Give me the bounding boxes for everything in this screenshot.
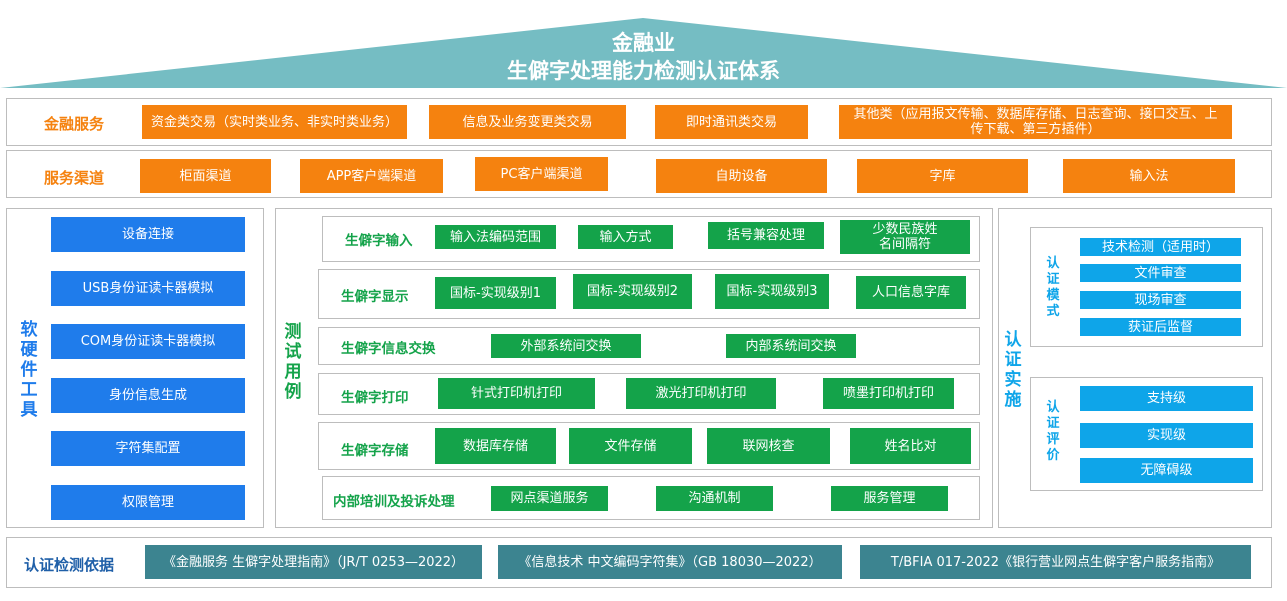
certification-label-text: 认证实施 xyxy=(1004,330,1022,410)
cert-eval-support-level: 支持级 xyxy=(1080,386,1253,411)
test-display-level2: 国标-实现级别2 xyxy=(573,274,692,309)
test-storage-online-verify: 联网核查 xyxy=(707,428,830,464)
test-row-input-label: 生僻字输入 xyxy=(345,233,413,249)
basis-t-bfia-017: T/BFIA 017-2022《银行营业网点生僻字客户服务指南》 xyxy=(860,545,1251,579)
finance-item-funds: 资金类交易（实时类业务、非实时类业务） xyxy=(142,105,407,139)
test-exchange-internal: 内部系统间交换 xyxy=(726,334,856,358)
cert-mode-label-text: 认证模式 xyxy=(1046,256,1060,319)
tool-identity-generate: 身份信息生成 xyxy=(51,378,245,413)
tool-usb-reader-sim: USB身份证读卡器模拟 xyxy=(51,271,245,306)
test-cases-label: 测试用例 xyxy=(284,322,308,402)
test-row-exchange xyxy=(318,327,980,365)
tool-permission-mgmt: 权限管理 xyxy=(51,485,245,520)
basis-gb-18030: 《信息技术 中文编码字符集》（GB 18030—2022） xyxy=(498,545,842,579)
test-print-inkjet: 喷墨打印机打印 xyxy=(823,378,954,409)
test-storage-database: 数据库存储 xyxy=(435,428,556,464)
cert-mode-document-review: 文件审查 xyxy=(1080,264,1241,282)
test-training-communication: 沟通机制 xyxy=(656,486,773,511)
finance-item-instant-msg: 即时通讯类交易 xyxy=(655,105,808,139)
channel-counter: 柜面渠道 xyxy=(140,159,271,193)
cert-eval-accessible-level: 无障碍级 xyxy=(1080,458,1253,483)
header-title-line2: 生僻字处理能力检测认证体系 xyxy=(507,59,780,83)
channel-app: APP客户端渠道 xyxy=(300,159,443,193)
basis-jr-t-0253: 《金融服务 生僻字处理指南》（JR/T 0253—2022） xyxy=(145,545,482,579)
channel-pc: PC客户端渠道 xyxy=(475,157,608,191)
cert-evaluation-label: 认证评价 xyxy=(1046,400,1066,464)
test-row-exchange-label: 生僻字信息交换 xyxy=(341,341,436,357)
cert-mode-label: 认证模式 xyxy=(1046,256,1066,320)
channel-input-method: 输入法 xyxy=(1063,159,1235,193)
service-channels-label: 服务渠道 xyxy=(44,168,105,187)
cert-mode-post-supervision: 获证后监督 xyxy=(1080,318,1241,336)
test-display-population-font: 人口信息字库 xyxy=(856,276,966,309)
test-display-level1: 国标-实现级别1 xyxy=(435,277,556,309)
test-storage-name-compare: 姓名比对 xyxy=(850,428,971,464)
tool-com-reader-sim: COM身份证读卡器模拟 xyxy=(51,324,245,359)
test-training-branch-service: 网点渠道服务 xyxy=(491,486,608,511)
test-storage-file: 文件存储 xyxy=(569,428,692,464)
finance-item-info-change: 信息及业务变更类交易 xyxy=(429,105,626,139)
header-title-line1: 金融业 xyxy=(612,31,675,55)
channel-self-service: 自助设备 xyxy=(656,159,827,193)
test-cases-label-text: 测试用例 xyxy=(284,322,302,402)
cert-mode-onsite-review: 现场审查 xyxy=(1080,291,1241,309)
hw-sw-tools-label: 软硬件工具 xyxy=(20,320,44,420)
hw-sw-tools-panel xyxy=(6,208,264,528)
test-print-laser: 激光打印机打印 xyxy=(626,378,776,409)
tool-charset-config: 字符集配置 xyxy=(51,431,245,466)
channel-font-library: 字库 xyxy=(857,159,1028,193)
finance-services-label: 金融服务 xyxy=(44,114,105,133)
test-row-storage-label: 生僻字存储 xyxy=(341,443,409,459)
test-print-dot-matrix: 针式打印机打印 xyxy=(438,378,595,409)
finance-item-others: 其他类（应用报文传输、数据库存储、日志查询、接口交互、上传下载、第三方插件） xyxy=(839,105,1232,139)
cert-mode-technical-test: 技术检测（适用时） xyxy=(1080,238,1241,256)
tool-device-connect: 设备连接 xyxy=(51,217,245,252)
test-training-service-mgmt: 服务管理 xyxy=(831,486,948,511)
test-exchange-external: 外部系统间交换 xyxy=(491,334,641,358)
cert-evaluation-label-text: 认证评价 xyxy=(1046,400,1060,463)
roof-banner xyxy=(0,18,1287,88)
test-row-print-label: 生僻字打印 xyxy=(341,390,409,406)
test-row-training-label: 内部培训及投诉处理 xyxy=(333,494,455,510)
cert-eval-implement-level: 实现级 xyxy=(1080,423,1253,448)
test-display-level3: 国标-实现级别3 xyxy=(715,274,829,309)
basis-label: 认证检测依据 xyxy=(24,555,115,574)
test-input-method: 输入方式 xyxy=(578,225,673,249)
test-row-display-label: 生僻字显示 xyxy=(341,289,409,305)
test-input-bracket: 括号兼容处理 xyxy=(708,222,824,249)
test-input-code-range: 输入法编码范围 xyxy=(435,225,556,249)
certification-label: 认证实施 xyxy=(1004,330,1028,410)
test-input-minority-separator: 少数民族姓名间隔符 xyxy=(840,220,970,254)
hw-sw-tools-label-text: 软硬件工具 xyxy=(20,320,38,420)
